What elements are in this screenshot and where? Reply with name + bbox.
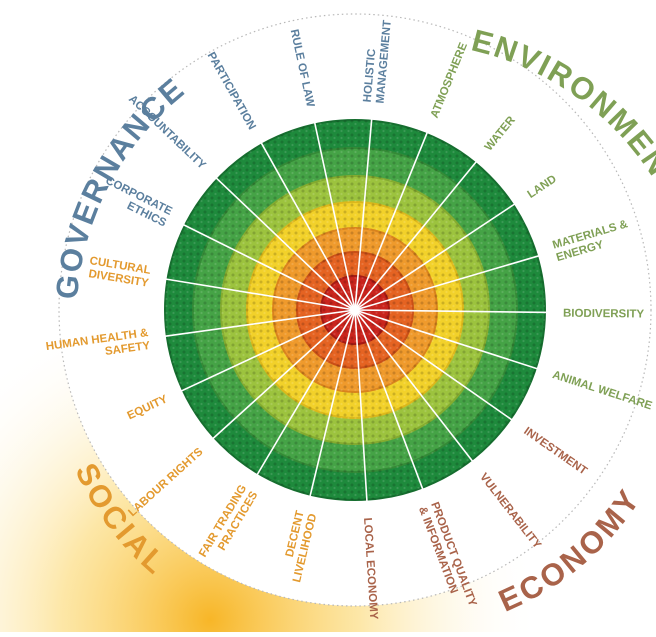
theme-spoke: [177, 309, 356, 394]
theme-spoke-end: [476, 155, 482, 161]
theme-spoke: [312, 118, 356, 311]
theme-spoke-end: [311, 115, 317, 121]
theme-spoke: [209, 309, 356, 443]
theme-spoke-end: [369, 112, 375, 118]
theme-spoke: [258, 138, 356, 311]
theme-spoke-end: [472, 462, 478, 468]
theme-spoke-end: [158, 334, 164, 340]
theme-spokes: [158, 112, 554, 509]
theme-spoke-end: [512, 419, 519, 426]
theme-spoke-end: [538, 367, 545, 373]
theme-spoke-end: [174, 390, 180, 396]
theme-spoke-end: [158, 275, 165, 281]
theme-spoke-end: [421, 490, 427, 496]
theme-spoke-end: [364, 503, 370, 509]
theme-spoke-end: [540, 251, 546, 258]
theme-spoke: [354, 157, 480, 311]
theme-spoke: [354, 253, 544, 311]
theme-label-line: BIODIVERSITY: [563, 308, 645, 321]
theme-label-line: HOLISTIC: [362, 48, 379, 103]
theme-spoke-end: [306, 497, 312, 504]
theme-spoke: [354, 114, 373, 311]
theme-spoke: [179, 222, 356, 311]
theme-spoke: [254, 309, 356, 479]
theme-spoke: [161, 277, 356, 311]
theme-spoke: [354, 309, 542, 371]
theme-spoke: [354, 309, 476, 466]
outer-dotted-circle: [58, 13, 652, 607]
theme-spoke: [160, 309, 356, 338]
theme-spoke: [354, 309, 517, 424]
theme-spoke-end: [256, 136, 262, 142]
theme-spoke: [308, 309, 356, 501]
theme-label: BIODIVERSITY: [563, 308, 645, 321]
theme-spoke: [212, 174, 356, 311]
theme-spoke-end: [176, 220, 183, 226]
theme-spoke-end: [515, 199, 521, 205]
theme-spoke: [354, 309, 426, 494]
theme-spoke: [354, 200, 519, 311]
theme-spoke-end: [252, 475, 258, 482]
theme-spoke: [354, 309, 551, 314]
theme-spoke: [354, 309, 369, 506]
theme-spoke-end: [426, 125, 432, 132]
theme-spoke-end: [207, 438, 213, 445]
theme-spoke-end: [210, 172, 216, 178]
theme-spoke-end: [548, 309, 554, 316]
theme-spoke: [354, 128, 430, 311]
